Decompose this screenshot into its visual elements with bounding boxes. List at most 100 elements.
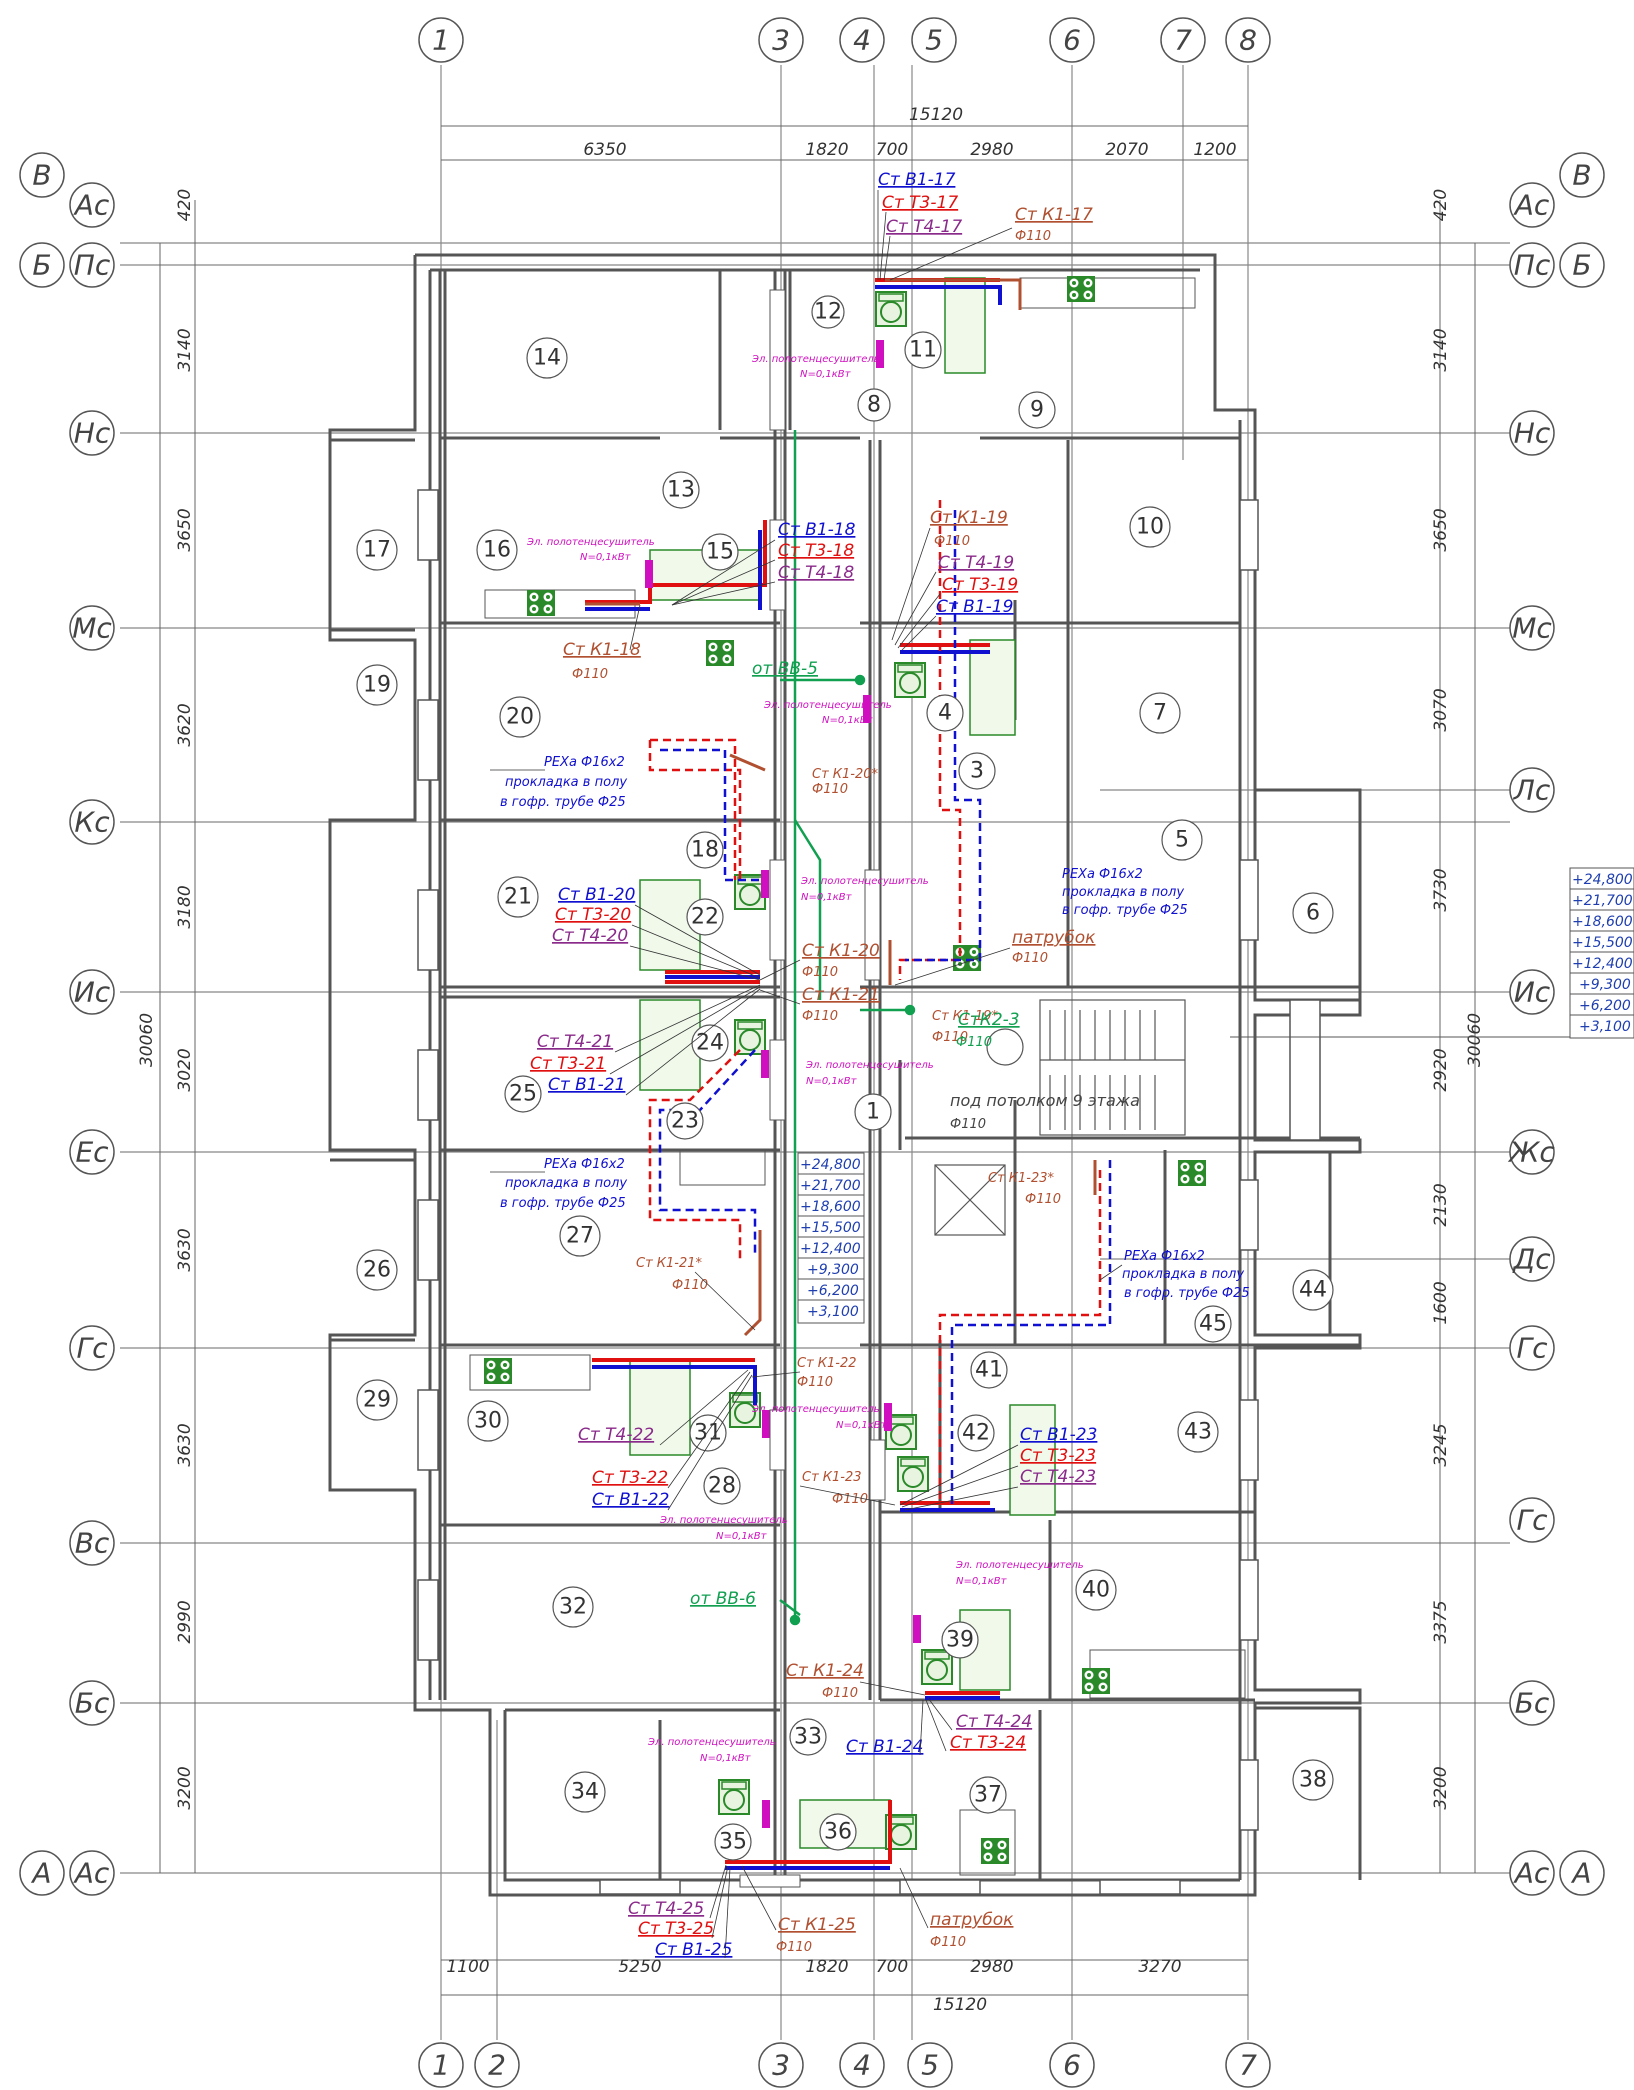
room-22: 22 bbox=[691, 905, 719, 930]
riser-shafts bbox=[739, 289, 886, 1888]
room-4: 4 bbox=[938, 701, 952, 726]
axis-right-bs: Бс bbox=[1515, 1687, 1550, 1720]
room-37: 37 bbox=[974, 1783, 1002, 1808]
riser-label: Ст К1-23* bbox=[988, 1171, 1055, 1186]
room-31: 31 bbox=[694, 1421, 722, 1446]
riser-25-labels: Ст Т4-25 Ст Т3-25 Ст В1-25 Ст К1-25 Ф110 bbox=[628, 1899, 856, 1960]
towel-heater-power: N=0,1кВт bbox=[806, 1076, 858, 1087]
riser-19-labels: Ст К1-19 Ф110 Ст Т4-19 Ст Т3-19 Ст В1-19 bbox=[930, 508, 1018, 617]
dim-right-7: 2130 bbox=[1431, 1183, 1451, 1226]
room-19: 19 bbox=[363, 673, 391, 698]
elev-value: +18,600 bbox=[800, 1199, 861, 1215]
dim-left-10: 3200 bbox=[175, 1766, 195, 1809]
room-7: 7 bbox=[1153, 701, 1167, 726]
riser-label: Ст К1-21 bbox=[802, 985, 880, 1005]
room-35: 35 bbox=[719, 1830, 747, 1855]
riser-label: Ст К1-21* bbox=[636, 1256, 703, 1271]
riser-label: Ст В1-23 bbox=[1020, 1425, 1097, 1445]
axis-left-vs: Вс bbox=[75, 1527, 110, 1560]
dim-left-1: 420 bbox=[175, 189, 195, 221]
room-23: 23 bbox=[671, 1109, 699, 1134]
room-29: 29 bbox=[363, 1388, 391, 1413]
riser-label: Ф110 bbox=[812, 782, 848, 797]
room-27: 27 bbox=[566, 1224, 594, 1249]
dim-left-8: 3630 bbox=[175, 1423, 195, 1466]
pex-note: прокладка в полу bbox=[1062, 885, 1184, 900]
axis-bubbles bbox=[19, 17, 1605, 2088]
vent-label: от ВВ-6 bbox=[690, 1589, 756, 1609]
riser-23-labels: Ст В1-23 Ст Т3-23 Ст Т4-23 Ст К1-23 Ф110… bbox=[802, 1171, 1097, 1507]
riser-label: Ф110 bbox=[797, 1375, 833, 1390]
room-41: 41 bbox=[975, 1358, 1003, 1383]
riser-label: СтК2-3 bbox=[958, 1010, 1020, 1030]
room-39: 39 bbox=[946, 1628, 974, 1653]
dim-bot-total: 15120 bbox=[933, 1995, 987, 2015]
riser-label: Ф110 bbox=[1015, 229, 1051, 244]
dim-right-9: 3245 bbox=[1431, 1423, 1451, 1466]
riser-label: Ф110 bbox=[776, 1940, 812, 1955]
axis-bottom-7: 7 bbox=[1239, 2049, 1257, 2082]
axis-right-zhs: Жс bbox=[1507, 1136, 1555, 1169]
axis-left-as2: Ас bbox=[73, 1857, 110, 1890]
axis-left-ks: Кс bbox=[74, 806, 110, 839]
room-9: 9 bbox=[1030, 398, 1044, 423]
dim-bot-5: 2980 bbox=[970, 1957, 1013, 1977]
riser-21-labels: Ст Т4-21 Ст Т3-21 Ст В1-21 Ст К1-21 Ф110… bbox=[530, 985, 880, 1293]
riser-label: Ст Т4-20 bbox=[552, 926, 628, 946]
room-numbers: 1 2 3 4 5 6 7 8 9 10 11 12 13 14 15 16 1… bbox=[363, 300, 1327, 1855]
axis-right-is: Ис bbox=[1514, 976, 1551, 1009]
towel-heater-note: Эл. полотенцесушитель bbox=[751, 354, 880, 365]
axis-top-4: 4 bbox=[853, 24, 871, 57]
axis-right-gs1: Гс bbox=[1517, 1332, 1549, 1365]
axis-right-ns: Нс bbox=[1514, 417, 1551, 450]
patrubok-label: патрубок bbox=[930, 1910, 1014, 1930]
pex-note: в гофр. трубе Ф25 bbox=[1062, 903, 1188, 918]
towel-heater-notes: Эл. полотенцесушитель N=0,1кВт Эл. полот… bbox=[526, 354, 1084, 1764]
axis-right-ms: Мс bbox=[1512, 612, 1552, 645]
riser-label: Ст К1-23 bbox=[802, 1470, 862, 1485]
dim-left-total: 30060 bbox=[137, 1013, 157, 1067]
dim-left-4: 3620 bbox=[175, 703, 195, 746]
riser-label: Ст Т3-20 bbox=[555, 905, 631, 925]
riser-label: Ст Т4-18 bbox=[778, 563, 854, 583]
dim-bot-6: 3270 bbox=[1138, 1957, 1181, 1977]
towel-heater-power: N=0,1кВт bbox=[800, 369, 852, 380]
elev-value: +15,500 bbox=[800, 1220, 861, 1236]
riser-label: Ст Т3-25 bbox=[638, 1919, 714, 1939]
pex-note: в гофр. трубе Ф25 bbox=[500, 1196, 626, 1211]
axis-left-ps: Пс bbox=[74, 249, 111, 282]
towel-heater-note: Эл. полотенцесушитель bbox=[659, 1515, 788, 1526]
axis-top-6: 6 bbox=[1063, 24, 1081, 57]
riser-label: Ст Т4-17 bbox=[886, 217, 962, 237]
riser-label: Ст К1-20* bbox=[812, 767, 879, 782]
dim-right-total: 30060 bbox=[1465, 1013, 1485, 1067]
room-34: 34 bbox=[571, 1780, 599, 1805]
axis-left-is: Ис bbox=[74, 976, 111, 1009]
room-40: 40 bbox=[1082, 1578, 1110, 1603]
elev-value: +12,400 bbox=[800, 1241, 861, 1257]
pex-note: прокладка в полу bbox=[505, 1176, 627, 1191]
dim-top-4: 2980 bbox=[970, 140, 1013, 160]
riser-label: Ст В1-22 bbox=[592, 1490, 669, 1510]
axis-top-5: 5 bbox=[925, 24, 943, 57]
dim-top-2: 1820 bbox=[805, 140, 848, 160]
elevation-table-right: +24,800 +21,700 +18,600 +15,500 +12,400 … bbox=[1230, 867, 1634, 1039]
pex-supply-red bbox=[648, 500, 1102, 1500]
riser-20-labels: Ст В1-20 Ст Т3-20 Ст Т4-20 Ст К1-20 Ф110… bbox=[552, 767, 880, 980]
towel-heaters bbox=[645, 340, 921, 1828]
elev-value: +12,400 bbox=[1572, 956, 1633, 972]
ceiling-diameter: Ф110 bbox=[950, 1117, 986, 1132]
axis-left-v: В bbox=[32, 159, 51, 192]
room-11: 11 bbox=[909, 338, 937, 363]
dim-top-6: 1200 bbox=[1193, 140, 1236, 160]
riser-label: Ст К1-24 bbox=[786, 1661, 864, 1681]
riser-label: Ст Т4-19 bbox=[938, 553, 1014, 573]
axis-left-es: Ес bbox=[75, 1136, 109, 1169]
dim-top-total: 15120 bbox=[909, 105, 963, 125]
towel-heater-power: N=0,1кВт bbox=[716, 1531, 768, 1542]
riser-label: Ст Т3-19 bbox=[942, 575, 1018, 595]
axis-right-v: В bbox=[1572, 159, 1591, 192]
riser-label: Ст В1-20 bbox=[558, 885, 635, 905]
riser-label: Ф110 bbox=[672, 1278, 708, 1293]
